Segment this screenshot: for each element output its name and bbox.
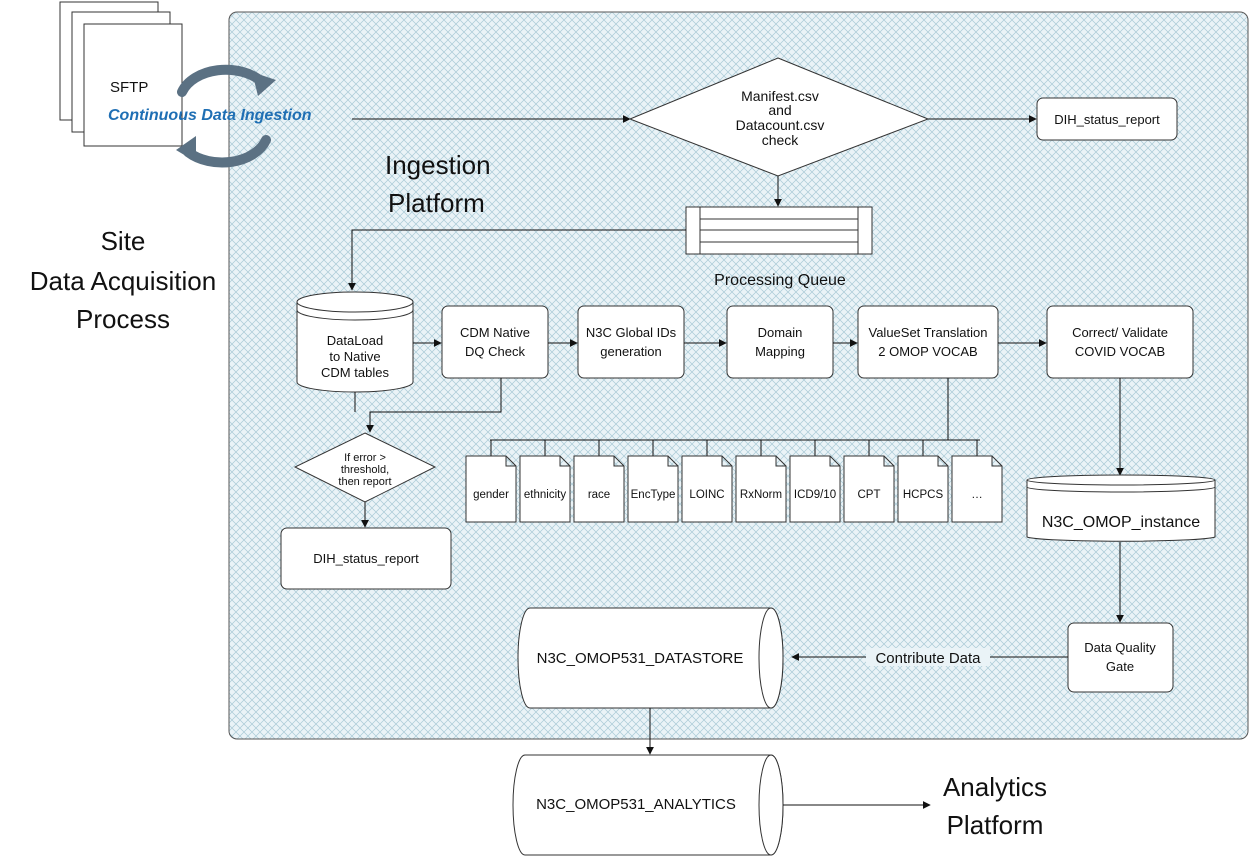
vocab-document-label: ICD9/10 — [794, 489, 836, 501]
dq-gate-line2: Gate — [1106, 659, 1134, 674]
site-label-line3: Process — [76, 304, 170, 334]
n3c-ids-line1: N3C Global IDs — [586, 325, 677, 340]
valueset-translation-box — [857, 305, 999, 379]
contribute-label-bg — [866, 648, 990, 666]
valueset-line1: ValueSet Translation — [869, 325, 988, 340]
vocab-document-label: gender — [473, 489, 509, 501]
vocab-document-icon — [465, 455, 517, 523]
sftp-documents-icon — [59, 1, 183, 147]
dih-status-report-top — [1036, 97, 1178, 141]
cdm-native-line1: CDM Native — [460, 325, 530, 340]
n3c-global-ids-box — [577, 305, 685, 379]
datastore-cylinder — [517, 607, 784, 709]
vocab-document-icon — [519, 455, 571, 523]
manifest-line2: and — [768, 102, 791, 118]
analytics-cylinder — [512, 754, 784, 856]
vocab-document-label: LOINC — [689, 489, 724, 501]
vocab-document-label: race — [588, 489, 610, 501]
vocab-documents-group: gender ethnicity race EncType LOINC RxNorm ICD… — [465, 440, 1003, 523]
dih-status-report-bottom-label: DIH_status_report — [313, 551, 419, 566]
cdm-native-dq-box — [441, 305, 549, 379]
vocab-document-icon — [951, 455, 1003, 523]
dq-gate-line1: Data Quality — [1084, 640, 1156, 655]
dataload-line3: CDM tables — [321, 365, 389, 380]
error-line3: then report — [338, 476, 391, 488]
analytics-platform-line1: Analytics — [943, 772, 1047, 802]
vocab-document-label: … — [971, 489, 983, 501]
error-line1: If error > — [344, 452, 386, 464]
processing-queue-label: Processing Queue — [714, 272, 846, 289]
correct-validate-box — [1046, 305, 1194, 379]
dih-status-report-top-label: DIH_status_report — [1054, 112, 1160, 127]
vocab-document-label: RxNorm — [740, 489, 782, 501]
omop-instance-label: N3C_OMOP_instance — [1042, 514, 1200, 531]
vocab-document-label: EncType — [631, 489, 676, 501]
vocab-document-label: CPT — [858, 489, 881, 501]
data-quality-gate-box — [1067, 622, 1174, 693]
vocab-document-icon — [897, 455, 949, 523]
continuous-ingestion-label: Continuous Data Ingestion — [108, 107, 312, 124]
cycle-arrowhead-icon — [252, 72, 276, 96]
vocab-document-icon — [681, 455, 733, 523]
contribute-data-label: Contribute Data — [875, 650, 981, 667]
n3c-ids-line2: generation — [600, 344, 661, 359]
processing-queue-icon — [685, 206, 873, 255]
site-label-line2: Data Acquisition — [30, 266, 216, 296]
cycle-arrowhead-icon — [176, 136, 196, 162]
vocab-document-icon — [573, 455, 625, 523]
error-line2: threshold, — [341, 464, 389, 476]
omop-instance-storage — [1026, 474, 1216, 542]
vocab-document-label: ethnicity — [524, 489, 566, 501]
cdm-native-line2: DQ Check — [465, 344, 525, 359]
vocab-document-icon — [789, 455, 841, 523]
dih-status-report-bottom — [280, 527, 452, 590]
manifest-line3: Datacount.csv — [736, 117, 825, 133]
vocab-document-icon — [627, 455, 679, 523]
valueset-line2: 2 OMOP VOCAB — [878, 344, 977, 359]
vocab-document-icon — [735, 455, 787, 523]
datastore-label: N3C_OMOP531_DATASTORE — [537, 650, 744, 667]
platform-label-line1: Ingestion — [385, 150, 491, 180]
vocab-document-icon — [843, 455, 895, 523]
domain-line2: Mapping — [755, 344, 805, 359]
site-label-line1: Site — [101, 226, 146, 256]
platform-label-line2: Platform — [388, 188, 485, 218]
connector-cdm-to-error — [366, 378, 502, 433]
correct-line2: COVID VOCAB — [1075, 344, 1165, 359]
manifest-line1: Manifest.csv — [741, 88, 819, 104]
domain-mapping-box — [726, 305, 834, 379]
analytics-db-label: N3C_OMOP531_ANALYTICS — [536, 796, 736, 813]
analytics-platform-line2: Platform — [947, 810, 1044, 840]
arrow-queue-to-dataload — [348, 229, 686, 291]
dataload-line2: to Native — [329, 349, 380, 364]
vocab-document-label: HCPCS — [903, 489, 944, 501]
domain-line1: Domain — [758, 325, 803, 340]
sftp-label: SFTP — [110, 79, 148, 96]
dataload-cylinder — [296, 291, 414, 393]
cycle-arrows-icon — [177, 64, 271, 168]
correct-line1: Correct/ Validate — [1072, 325, 1168, 340]
dataload-line1: DataLoad — [327, 333, 383, 348]
manifest-line4: check — [762, 132, 800, 148]
